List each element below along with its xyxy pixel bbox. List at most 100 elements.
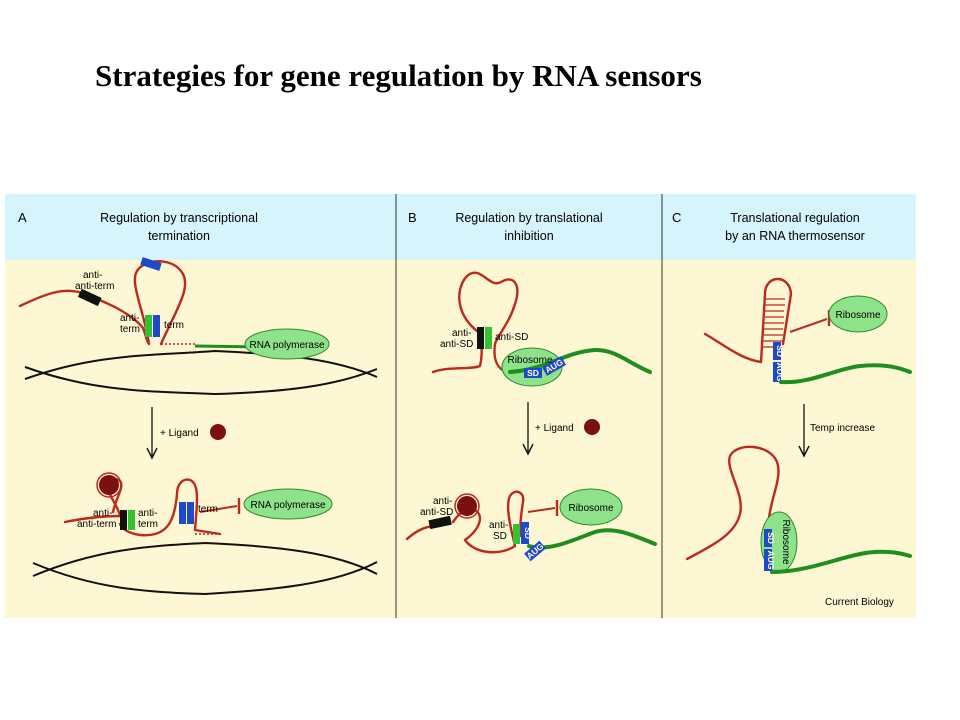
ribosome-label: Ribosome	[507, 355, 552, 366]
anti-term-segment	[128, 510, 135, 530]
panel-b: B Regulation by translational inhibition…	[405, 210, 657, 562]
ligand-bound-icon	[99, 475, 119, 495]
panel-b-title-line1: Regulation by translational	[455, 211, 602, 225]
sd-label: SD	[527, 368, 539, 378]
slide-title: Strategies for gene regulation by RNA se…	[95, 58, 702, 93]
rna-polymerase-bubble	[244, 328, 330, 360]
loop-blue-segment	[140, 257, 162, 271]
panel-b-title-line2: inhibition	[504, 229, 553, 243]
term-segment	[179, 502, 186, 524]
panel-c-title-line2: by an RNA thermosensor	[725, 229, 865, 243]
header-band	[5, 194, 916, 260]
panel-b-letter: B	[408, 210, 417, 225]
ligand-bound-ring	[454, 493, 480, 519]
sd-label: SD	[523, 527, 533, 539]
aug-label: AUG	[775, 363, 785, 382]
sd-segment	[764, 529, 772, 547]
panel-a-state-no-ligand: anti- anti-term anti- term term RNA poly…	[18, 257, 378, 396]
anti-anti-term-segment	[120, 510, 127, 530]
rna-transcript	[431, 271, 519, 374]
anti-anti-sd-label: anti-SD	[420, 507, 453, 518]
sd-segment	[773, 342, 781, 360]
panel-a-letter: A	[18, 210, 27, 225]
anti-term-label: term	[138, 519, 158, 530]
panel-b-state-ligand-bound: SD AUG anti- anti-SD anti- SD Ribosome	[405, 488, 657, 562]
term-segment	[153, 315, 160, 337]
term-segment	[187, 502, 194, 524]
sd-label: SD	[766, 532, 776, 544]
anti-anti-term-label: anti-	[93, 508, 112, 519]
panel-a: A Regulation by transcriptional terminat…	[18, 210, 378, 596]
anti-anti-term-segment	[77, 288, 102, 307]
panel-c-letter: C	[672, 210, 681, 225]
anti-sd-label: anti-	[489, 520, 508, 531]
ribosome-label: Ribosome	[780, 519, 791, 564]
ribosome-bubble	[828, 295, 888, 333]
dna-helix-strand	[32, 561, 378, 596]
rna-polymerase-label: RNA polymerase	[249, 340, 324, 351]
step-arrowhead	[798, 445, 810, 458]
panel-a-title-line1: Regulation by transcriptional	[100, 211, 258, 225]
temp-step-label: Temp increase	[810, 423, 875, 434]
rna-sensor-figure: A Regulation by transcriptional terminat…	[5, 194, 916, 618]
sd-segment	[524, 368, 542, 378]
anti-term-segment	[145, 315, 152, 337]
mrna-strand	[770, 549, 912, 574]
term-label: term	[198, 504, 218, 515]
anti-term-label: anti-	[120, 313, 139, 324]
rna-polymerase-label: RNA polymerase	[250, 500, 325, 511]
anti-anti-sd-segment	[428, 515, 452, 530]
ligand-step-label: + Ligand	[160, 428, 199, 439]
anti-term-label: term	[120, 324, 140, 335]
ribosome-block-line	[789, 318, 828, 333]
anti-sd-label: SD	[493, 531, 507, 542]
term-label: term	[164, 320, 184, 331]
panel-c-state-low-temp: SD AUG Ribosome	[703, 277, 912, 385]
panel-c: C Translational regulation by an RNA the…	[672, 210, 912, 608]
aug-segment	[773, 362, 781, 382]
mrna-strand	[527, 528, 657, 550]
mrna-strand	[508, 347, 652, 374]
anti-sd-label: anti-SD	[495, 332, 528, 343]
mrna-strand	[779, 363, 912, 385]
panel-c-state-high-temp: Ribosome SD AUG	[685, 445, 912, 574]
dna-helix-strand	[24, 366, 378, 396]
aug-segment	[541, 356, 567, 376]
step-arrowhead	[146, 447, 158, 460]
anti-sd-segment	[513, 524, 520, 544]
aug-label: AUG	[766, 551, 776, 570]
anti-anti-sd-segment	[477, 327, 484, 349]
rna-hairpin	[703, 277, 793, 364]
polymerase-block-line	[199, 505, 238, 513]
anti-term-label: anti-	[138, 508, 157, 519]
ribosome-label: Ribosome	[835, 310, 880, 321]
rna-polymerase-bubble	[243, 488, 333, 520]
anti-anti-term-label: anti-term	[77, 519, 116, 530]
ligand-icon	[584, 419, 600, 435]
ribosome-label: Ribosome	[568, 503, 613, 514]
ribosome-block-line	[527, 507, 556, 513]
ligand-icon	[210, 424, 226, 440]
panel-a-state-ligand-bound: anti- anti-term anti- term term RNA poly…	[32, 472, 378, 596]
anti-anti-sd-label: anti-	[452, 328, 471, 339]
anti-anti-term-label: anti-term	[75, 281, 114, 292]
sd-label: SD	[775, 345, 785, 357]
dna-helix-strand	[24, 349, 378, 380]
anti-anti-sd-label: anti-SD	[440, 339, 473, 350]
panel-b-state-no-ligand: SD AUG anti- anti-SD anti-SD Ribosome	[431, 271, 652, 387]
anti-anti-sd-label: anti-	[433, 496, 452, 507]
ligand-bound-ring	[96, 472, 122, 498]
ligand-step-label: + Ligand	[535, 423, 574, 434]
credit-label: Current Biology	[825, 597, 894, 608]
panel-c-title-line1: Translational regulation	[730, 211, 860, 225]
sd-segment	[521, 522, 529, 544]
panel-a-title-line2: termination	[148, 229, 210, 243]
ribosome-bubble	[559, 488, 623, 526]
aug-segment	[764, 549, 772, 571]
aug-segment	[524, 540, 546, 562]
rna-strand	[685, 445, 780, 561]
hairpin-base-pairs	[763, 298, 785, 348]
anti-anti-term-label: anti-	[83, 270, 102, 281]
dna-helix-strand	[32, 541, 378, 577]
ligand-bound-icon	[457, 496, 477, 516]
